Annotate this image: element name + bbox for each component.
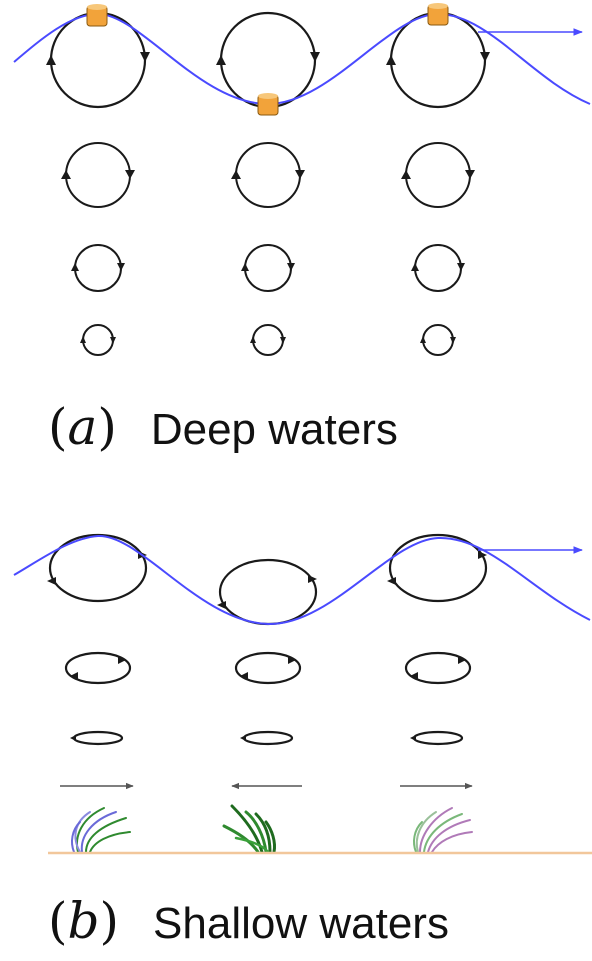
caption-paren-open: ( xyxy=(48,892,68,950)
orbit-arrow-icon xyxy=(241,263,249,271)
caption-paren-close: ) xyxy=(97,398,117,456)
orbit-arrow-icon xyxy=(117,263,125,271)
orbit-row-4 xyxy=(82,324,454,356)
orbit-arrow-icon xyxy=(46,55,56,65)
orbit-circle xyxy=(405,142,471,208)
orbit-circle xyxy=(244,244,292,292)
orbit-arrow-icon xyxy=(308,575,317,583)
orbit-ellipse xyxy=(388,533,488,603)
orbit-row-2 xyxy=(65,142,471,208)
orbit-arrow-icon xyxy=(465,170,475,179)
orbit-arrow-icon xyxy=(47,577,56,585)
caption-label: Deep waters xyxy=(150,405,398,454)
seagrass-icon xyxy=(222,804,276,854)
orbit-arrow-icon xyxy=(61,170,71,179)
orbit-ellipse xyxy=(64,651,132,685)
orbit-arrow-icon xyxy=(288,656,296,664)
orbit-arrow-icon xyxy=(458,656,466,664)
float-icon xyxy=(427,3,449,26)
orbit-arrow-icon xyxy=(287,263,295,271)
orbit-arrow-icon xyxy=(110,337,116,344)
panel-b-shallow-waters xyxy=(13,533,592,855)
orbit-arrow-icon xyxy=(420,336,426,343)
float-icon xyxy=(86,4,108,27)
orbit-direction-arrows xyxy=(46,52,490,344)
orbit-ellipse xyxy=(234,651,302,685)
orbit-circle xyxy=(219,11,317,109)
orbit-arrow-icon xyxy=(410,672,418,680)
orbit-circle xyxy=(389,11,487,109)
orbit-arrow-icon xyxy=(386,55,396,65)
orbit-ellipse xyxy=(72,730,124,746)
orbit-circle xyxy=(414,244,462,292)
orbit-arrow-icon xyxy=(401,170,411,179)
caption-deep-waters: (a) Deep waters xyxy=(48,398,398,456)
orbit-arrow-icon xyxy=(140,52,150,62)
orbit-arrow-icon xyxy=(71,263,79,271)
ellipse-orbits xyxy=(48,533,488,746)
orbit-arrow-icon xyxy=(250,336,256,343)
orbit-arrow-icon xyxy=(450,337,456,344)
orbit-circle xyxy=(252,324,284,356)
orbit-arrow-icon xyxy=(240,672,248,680)
seagrass-icon xyxy=(71,807,131,853)
orbit-arrow-icon xyxy=(310,52,320,62)
orbit-ellipse xyxy=(404,651,472,685)
orbit-arrow-icon xyxy=(231,170,241,179)
orbit-arrow-icon xyxy=(280,337,286,344)
panel-a-deep-waters xyxy=(13,3,591,356)
orbit-arrow-icon xyxy=(457,263,465,271)
wave-surface-line xyxy=(13,534,591,626)
orbit-ellipse xyxy=(412,730,464,746)
caption-letter: b xyxy=(67,892,100,950)
orbit-arrow-icon xyxy=(295,170,305,179)
orbit-arrow-icon xyxy=(240,735,246,741)
caption-letter: a xyxy=(67,398,98,456)
orbit-row-3 xyxy=(74,244,462,292)
orbit-row-1 xyxy=(49,11,487,109)
orbit-circle xyxy=(82,324,114,356)
orbit-arrow-icon xyxy=(118,656,126,664)
orbit-arrow-icon xyxy=(480,52,490,62)
orbit-arrow-icon xyxy=(70,735,76,741)
orbit-circle xyxy=(235,142,301,208)
orbit-arrow-icon xyxy=(411,263,419,271)
orbit-ellipse xyxy=(218,558,318,626)
orbit-circle xyxy=(422,324,454,356)
float-icon xyxy=(257,93,279,116)
orbit-direction-arrows-b xyxy=(47,551,487,741)
caption-paren-open: ( xyxy=(48,398,68,456)
caption-label: Shallow waters xyxy=(153,899,449,948)
orbit-arrow-icon xyxy=(70,672,78,680)
orbit-arrow-icon xyxy=(387,577,396,585)
orbit-arrow-icon xyxy=(125,170,135,179)
caption-shallow-waters: (b) Shallow waters xyxy=(48,892,449,950)
orbit-arrow-icon xyxy=(216,55,226,65)
orbit-circle xyxy=(65,142,131,208)
caption-paren-close: ) xyxy=(99,892,120,950)
orbit-arrow-icon xyxy=(410,735,416,741)
orbit-arrow-icon xyxy=(478,551,487,559)
seagrass-icon xyxy=(413,807,473,853)
orbit-ellipse xyxy=(242,730,294,746)
orbit-arrow-icon xyxy=(217,601,226,609)
orbit-circle xyxy=(74,244,122,292)
orbit-arrow-icon xyxy=(80,336,86,343)
